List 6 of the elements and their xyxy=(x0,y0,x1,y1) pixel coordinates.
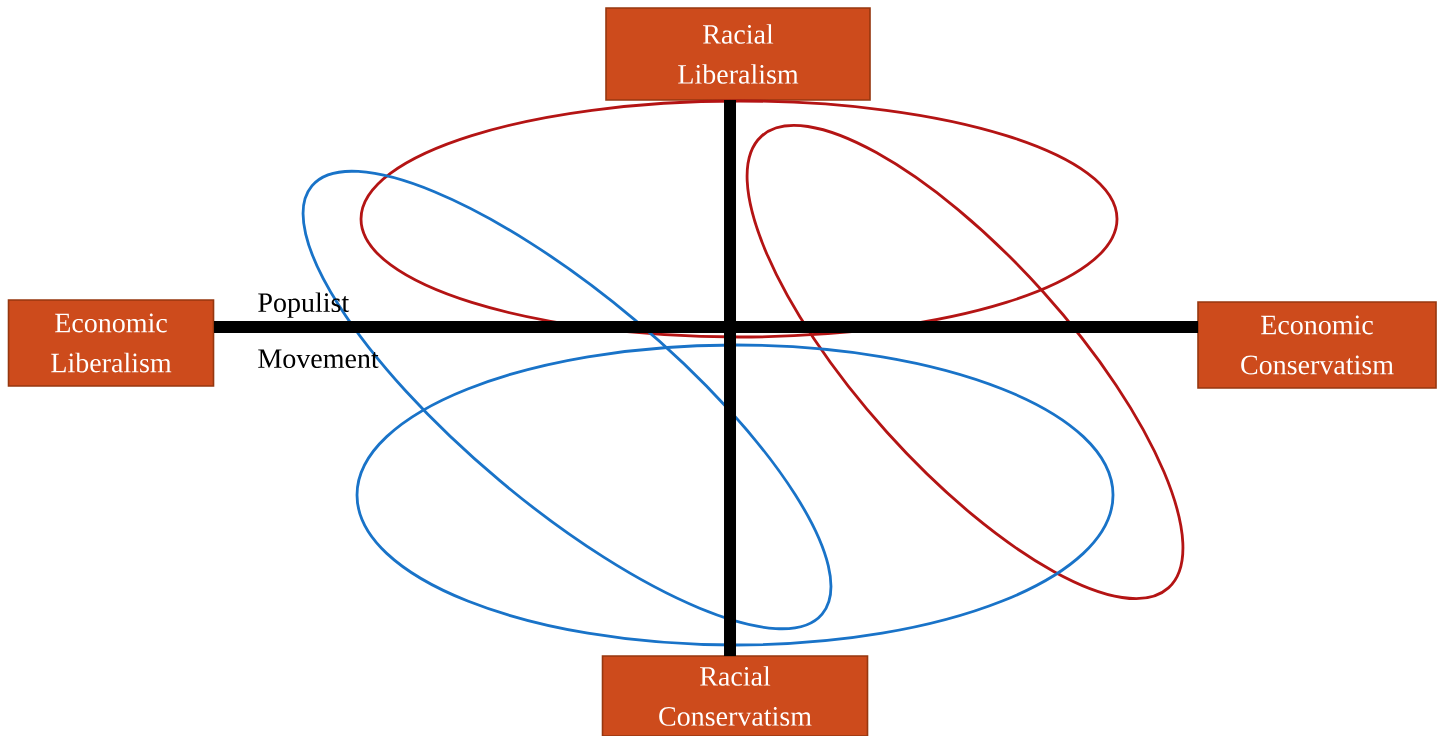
axis-label-box: Economic Conservatism xyxy=(1197,301,1437,389)
axis-label-box: Racial Liberalism xyxy=(605,7,871,101)
axis-label-box: Racial Conservatism xyxy=(601,655,869,736)
ellipse-outline xyxy=(359,99,1119,339)
ellipse-outline xyxy=(745,124,1185,600)
axis-label-box: Economic Liberalism xyxy=(7,299,215,387)
